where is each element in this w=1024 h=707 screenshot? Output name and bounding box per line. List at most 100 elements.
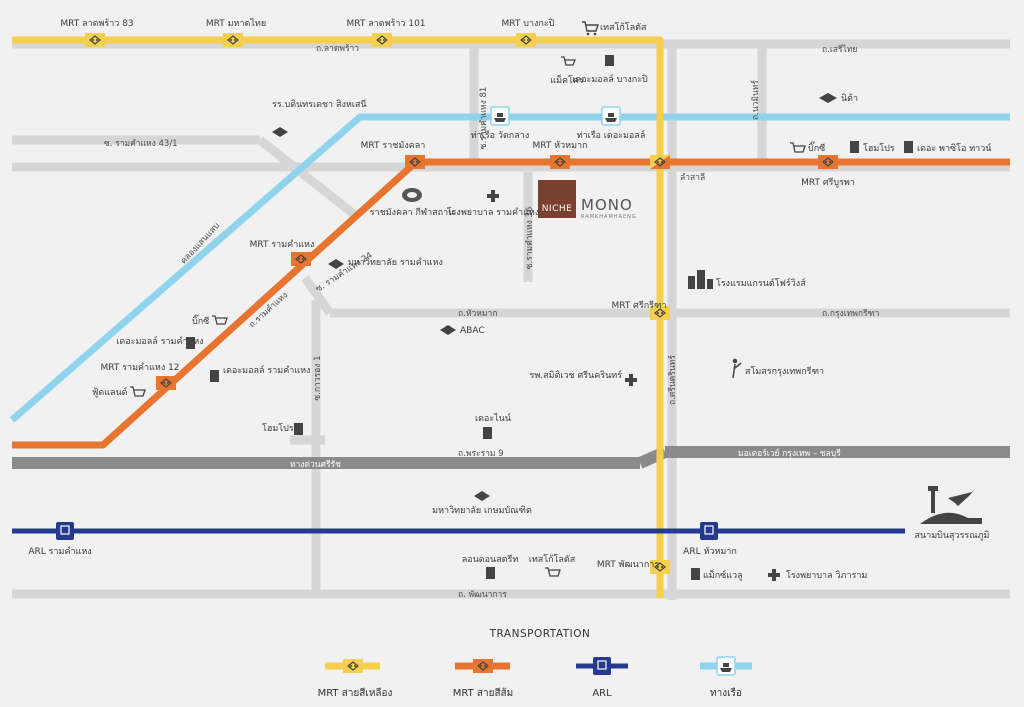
station-label: ARL หัวหมาก	[683, 547, 737, 557]
poi-label: ราชมังคลา กีฬาสถาน	[370, 207, 455, 218]
poi-label: โรงแรมแกรนด์โฟร์วิงส์	[716, 277, 806, 289]
station-label: MRT ศรีบูรพา	[801, 177, 855, 188]
station-arl-ramkhamhaeng[interactable]: ARL รามคำแหง	[28, 522, 92, 557]
station-rajamangala[interactable]: MRT ราชมังคลา	[361, 141, 426, 169]
station-label: MRT มหาดไทย	[206, 18, 266, 29]
station-ramkhamhaeng[interactable]: MRT รามคำแหง	[250, 239, 315, 266]
poi-london-street[interactable]: ลอนดอนสตรีท	[462, 554, 519, 579]
cart-icon	[130, 386, 146, 397]
road-label-ram43: ซ. รามคำแหง 43/1	[104, 139, 178, 149]
poi-bodindecha[interactable]: รร.บดินทรเดชา สิงหเสนี	[272, 99, 367, 137]
station-label: MRT ลาดพร้าว 101	[346, 18, 425, 29]
poi-bigc-srinagarindra[interactable]: บิ๊กซี	[790, 141, 825, 154]
poi-abac[interactable]: ABAC	[440, 325, 485, 336]
poi-label: แม็คโคร	[550, 73, 584, 86]
project-logo[interactable]: NICHE MONO RAMKHAMHAENG	[538, 180, 637, 220]
poi-suvarnabhumi[interactable]: สนามบินสุวรรณภูมิ	[915, 486, 990, 541]
hospital-cross-icon	[487, 190, 499, 202]
station-huamark[interactable]: MRT หัวหมาก	[532, 141, 588, 169]
station-label: MRT ศรีกรีฑา	[611, 300, 666, 311]
station-label: MRT ราชมังคลา	[361, 141, 426, 151]
station-ladprao83[interactable]: MRT ลาดพร้าว 83	[60, 18, 134, 47]
station-phatthanakan[interactable]: MRT พัฒนาการ	[597, 560, 670, 574]
poi-tesco-bangkapi[interactable]: เทสโก้โลตัส	[582, 21, 647, 36]
poi-makro[interactable]: แม็คโคร	[550, 56, 584, 86]
road-label-sirat: ทางด่วนศรีรัช	[290, 459, 341, 470]
station-arl-huamark[interactable]: ARL หัวหมาก	[683, 522, 737, 557]
pier-watklang[interactable]: ท่าเรือ วัดกลาง	[471, 106, 529, 141]
poi-foodland[interactable]: ฟู้ดแลนด์	[92, 386, 146, 398]
poi-themall-ram-b[interactable]: เดอะมอลล์ รามคำแหง	[210, 364, 310, 382]
station-mahadthai[interactable]: MRT มหาดไทย	[206, 18, 266, 47]
cart-icon	[212, 315, 228, 325]
poi-kasem-bundit[interactable]: มหาวิทยาลัย เกษมบัณฑิต	[432, 491, 532, 516]
station-bangkapi[interactable]: MRT บางกะปิ	[502, 18, 555, 47]
station-ramkhamhaeng12[interactable]: MRT รามคำแหง 12	[100, 362, 180, 390]
station-srinagarindra-orange[interactable]: MRT ศรีบูรพา	[801, 155, 855, 188]
poi-rajamangala-stadium[interactable]: ราชมังคลา กีฬาสถาน	[370, 188, 455, 218]
mrt-yellow-line	[12, 36, 664, 598]
station-ladprao101[interactable]: MRT ลาดพร้าว 101	[346, 18, 426, 47]
station-label: MRT ลาดพร้าว 83	[60, 18, 133, 29]
poi-golf-club[interactable]: สโมสรกรุงเทพกรีฑา	[732, 358, 824, 379]
project-name: MONO	[581, 196, 633, 214]
poi-paseo[interactable]: เดอะ พาซิโอ ทาวน์	[904, 141, 992, 154]
poi-homepro[interactable]: โฮมโปร	[850, 141, 895, 154]
poi-label: เดอะมอลล์ รามคำแหง	[116, 335, 203, 347]
poi-label: บิ๊กซี	[192, 314, 209, 327]
station-label: MRT พัฒนาการ	[597, 560, 659, 570]
poi-nida[interactable]: นิด้า	[819, 93, 858, 104]
orange-stations: MRT ราชมังคลา MRT หัวหมาก MRT ศรีบูรพา M…	[100, 141, 855, 390]
legend-item-yellow: MRT สายสีเหลือง	[318, 659, 393, 699]
road-label-phatthanakan: ถ. พัฒนาการ	[458, 590, 507, 600]
poi-label: เดอะไนน์	[475, 412, 511, 424]
boat-piers: ท่าเรือ วัดกลาง ท่าเรือ เดอะมอลล์	[471, 106, 646, 141]
cart-icon	[561, 56, 576, 66]
mrt-orange-line	[12, 158, 1010, 449]
poi-ram-university[interactable]: มหาวิทยาลัย รามคำแหง	[328, 257, 443, 269]
station-srikritha[interactable]: MRT ศรีกรีฑา	[611, 300, 670, 320]
poi-label: เทสโก้โลตัส	[529, 554, 576, 565]
poi-label: มหาวิทยาลัย รามคำแหง	[348, 257, 443, 268]
poi-themall-bangkapi[interactable]: เดอะมอลล์ บางกะปิ	[572, 55, 648, 85]
legend-label: ARL	[592, 688, 612, 699]
arl-stations: ARL รามคำแหง ARL หัวหมาก	[28, 522, 737, 557]
shopping-bag-icon	[605, 55, 614, 66]
road-label-nawamin: ถ.นวมินทร์	[750, 80, 761, 120]
poi-bigc-ram[interactable]: บิ๊กซี	[192, 314, 228, 327]
poi-label: รร.บดินทรเดชา สิงหเสนี	[272, 99, 367, 110]
poi-maxvalu[interactable]: แม็กซ์แวลู	[691, 568, 743, 581]
golf-icon	[732, 358, 742, 379]
hospital-cross-icon	[625, 374, 637, 386]
poi-label: โรงพยาบาล รามคำแหง	[447, 207, 540, 218]
poi-thenine[interactable]: เดอะไนน์	[475, 412, 511, 439]
graduation-cap-icon	[474, 491, 490, 501]
poi-samitivej[interactable]: รพ.สมิติเวช ศรีนครินทร์	[530, 369, 637, 386]
road-label-ram36: ซ.รามคำแหง 36	[525, 207, 535, 270]
poi-tesco-2[interactable]: เทสโก้โลตัส	[529, 554, 576, 577]
shopping-bag-icon	[691, 568, 700, 580]
legend-label: ทางเรือ	[710, 687, 742, 699]
poi-vibharam[interactable]: โรงพยาบาล วิภาราม	[768, 569, 867, 581]
road-label-kanchanaphisek: ซ.กาวรอง 1	[313, 355, 323, 400]
poi-ram-hospital[interactable]: โรงพยาบาล รามคำแหง	[447, 190, 540, 218]
poi-label: สนามบินสุวรรณภูมิ	[915, 530, 990, 541]
poi-label: นิด้า	[841, 93, 858, 104]
expressways	[12, 446, 1010, 469]
legend-label: MRT สายสีเหลือง	[318, 687, 393, 699]
legend-label: MRT สายสีส้ม	[453, 687, 514, 699]
graduation-cap-icon	[328, 259, 344, 269]
legend-item-arl: ARL	[576, 657, 628, 699]
pier-themall[interactable]: ท่าเรือ เดอะมอลล์	[577, 106, 646, 141]
station-lamsali-interchange[interactable]	[650, 155, 670, 169]
graduation-cap-icon	[272, 127, 288, 137]
pier-label: ท่าเรือ วัดกลาง	[471, 130, 529, 141]
road-label-motorway: มอเตอร์เวย์ กรุงเทพ – ชลบุรี	[738, 448, 841, 459]
poi-themall-ram-a[interactable]: เดอะมอลล์ รามคำแหง	[116, 335, 204, 349]
minor-roads	[12, 39, 1010, 600]
shopping-bag-icon	[186, 337, 195, 349]
poi-grand-fourwings[interactable]: โรงแรมแกรนด์โฟร์วิงส์	[688, 270, 806, 289]
poi-homepro-2[interactable]: โฮมโปร	[262, 423, 303, 435]
